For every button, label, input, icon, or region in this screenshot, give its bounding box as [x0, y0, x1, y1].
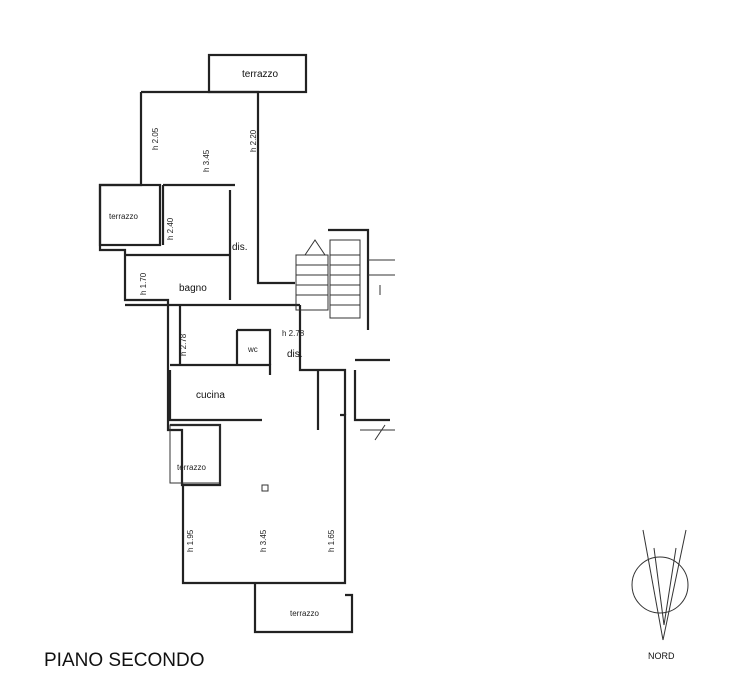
compass-label: NORD	[648, 651, 675, 661]
staircase	[295, 228, 395, 330]
height-top-mid: h 3.45	[202, 149, 211, 172]
label-terrazzo-mid: terrazzo	[177, 463, 206, 472]
adjacent-structure	[353, 358, 395, 441]
height-bot-mid: h 3.45	[259, 529, 268, 552]
height-dis: h 2.78	[282, 329, 305, 338]
height-top-left: h 2.05	[151, 127, 160, 150]
plan-title: PIANO SECONDO	[44, 650, 204, 671]
label-wc: wc	[247, 345, 258, 354]
height-bagno: h 1.70	[139, 272, 148, 295]
label-cucina: cucina	[196, 390, 225, 401]
height-bot-right: h 1.65	[327, 529, 336, 552]
height-mid-left: h 2.78	[179, 333, 188, 356]
label-bagno: bagno	[179, 283, 207, 294]
outer-walls	[98, 90, 347, 585]
terrazzo-bottom	[253, 583, 354, 634]
label-terrazzo-top: terrazzo	[242, 69, 279, 80]
label-terrazzo-bottom: terrazzo	[290, 609, 319, 618]
column-marker	[261, 484, 269, 492]
label-dis-lower: dis.	[287, 349, 303, 360]
label-terrazzo-left: terrazzo	[109, 212, 138, 221]
terrazzo-left	[98, 183, 162, 247]
compass-icon	[631, 529, 689, 641]
height-bot-left: h 1.95	[186, 529, 195, 552]
terrazzo-mid	[169, 424, 221, 484]
label-dis-upper: dis.	[232, 242, 248, 253]
height-terr-left: h 2.40	[166, 217, 175, 240]
height-top-right: h 2.20	[249, 129, 258, 152]
